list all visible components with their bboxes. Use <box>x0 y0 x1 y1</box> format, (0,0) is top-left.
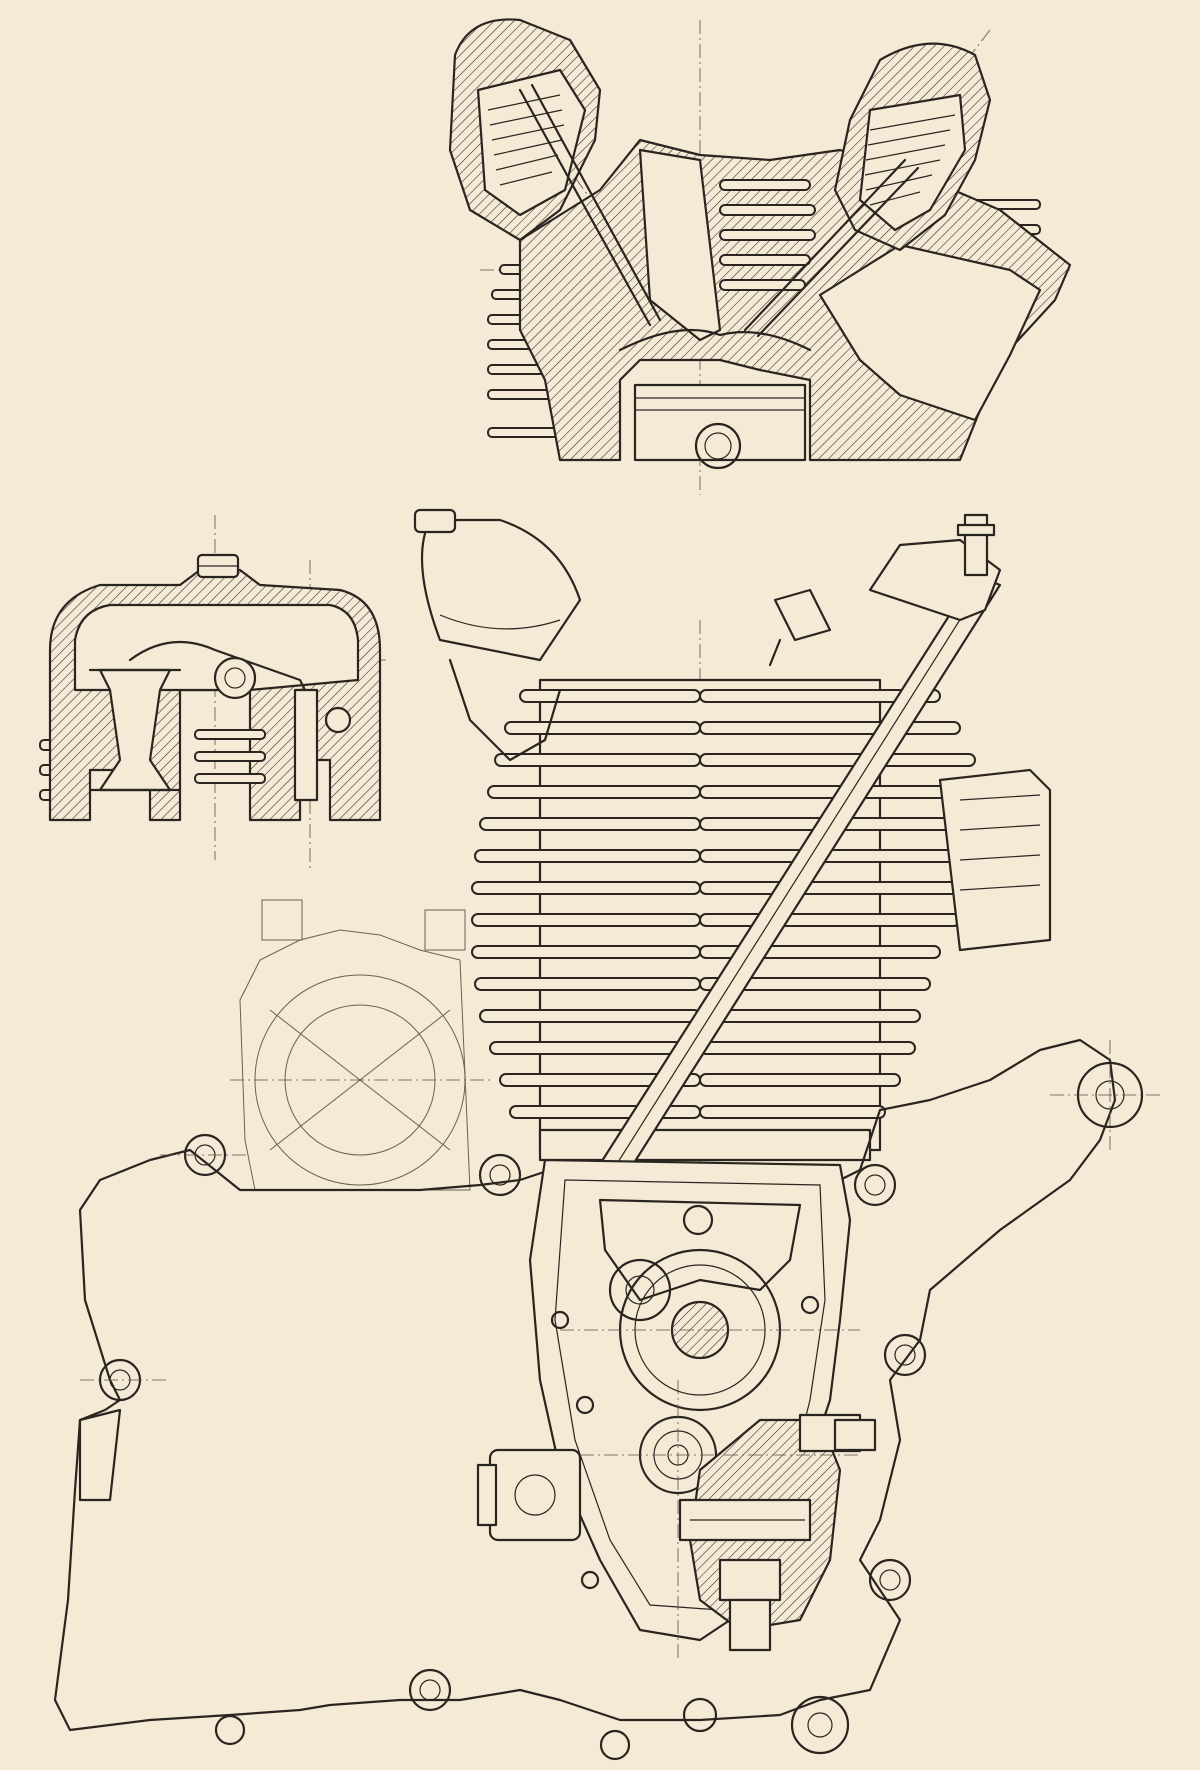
crankcase-outline <box>53 1038 1117 1732</box>
right-valve-stem <box>743 158 920 338</box>
exhaust-stub <box>938 768 1052 952</box>
cylinder-barrel-elevation <box>413 508 1052 1220</box>
gudgeon-pin <box>694 422 742 470</box>
oil-filter-canister <box>413 508 582 762</box>
valve-heads <box>618 328 812 352</box>
gearbox-phantom-outline <box>230 899 490 1191</box>
rocker-box-detail <box>39 515 390 870</box>
exhaust-port <box>818 243 1042 422</box>
left-valve-stem <box>518 83 662 327</box>
right-valve-spring <box>864 114 956 206</box>
piston-top <box>633 383 807 462</box>
crankcase-elevation <box>53 1038 1160 1761</box>
rocker-arm <box>128 640 312 702</box>
left-valve-spring <box>487 94 565 186</box>
magneto-drive-boss <box>488 1448 582 1542</box>
cylinder-head-section <box>448 18 1072 495</box>
